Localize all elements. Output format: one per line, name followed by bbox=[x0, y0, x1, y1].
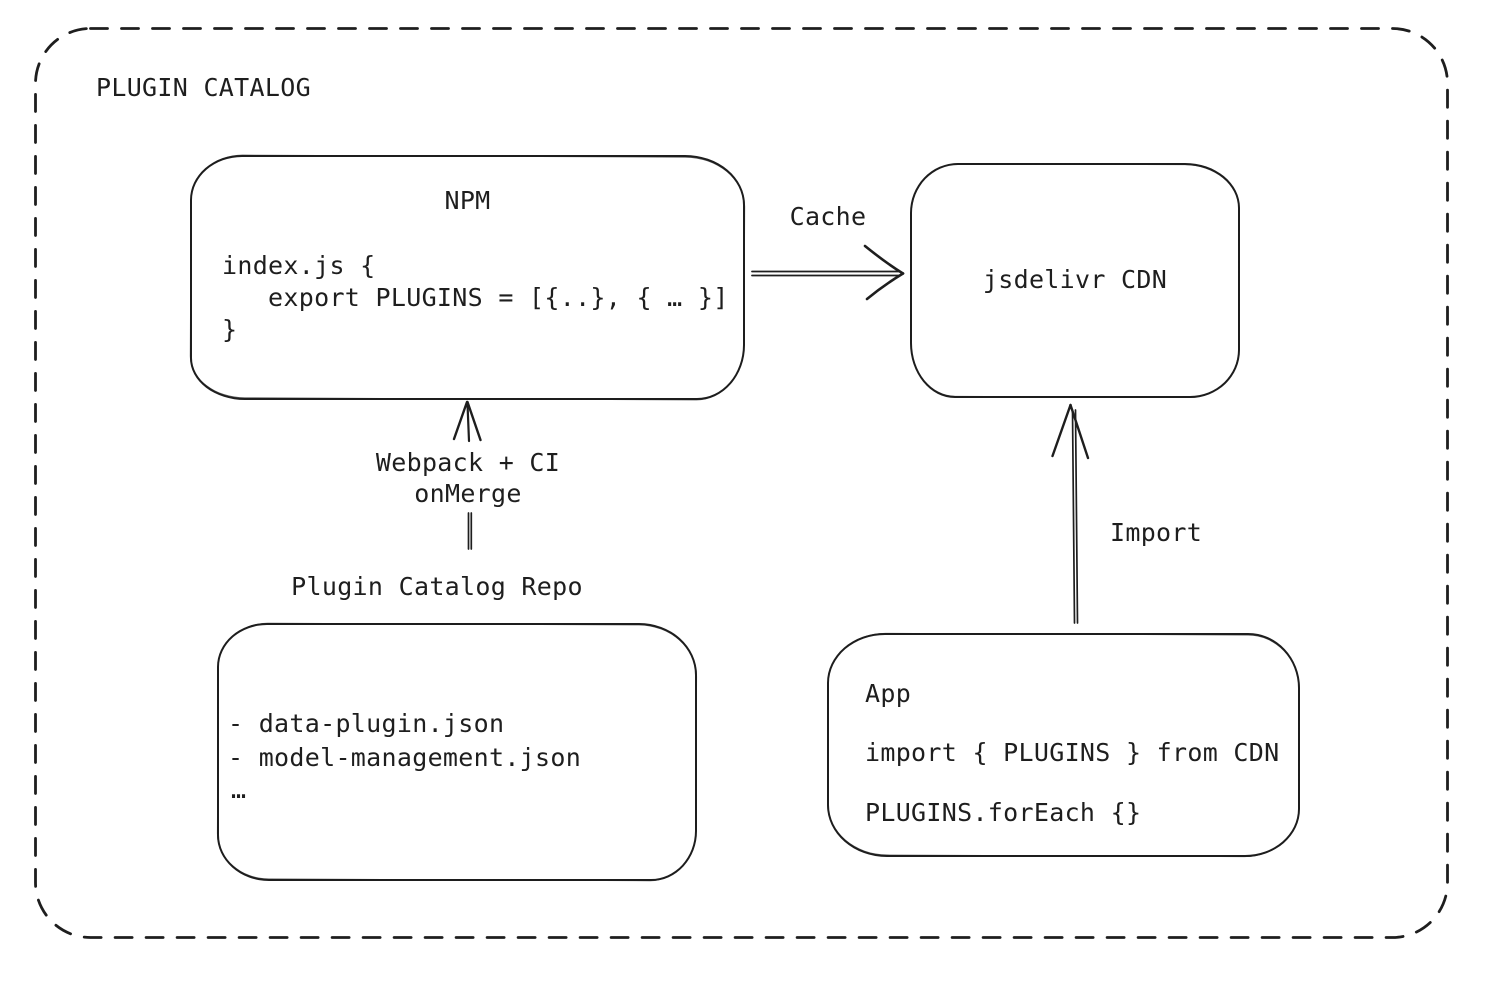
build-arrow-label-line1: Webpack + CI bbox=[375, 448, 561, 477]
import-arrow-label: Import bbox=[1110, 518, 1203, 547]
repo-box-title: Plugin Catalog Repo bbox=[291, 572, 583, 601]
repo-file-ellipsis: … bbox=[231, 775, 247, 804]
npm-code-line-2: export PLUGINS = [{..}, { … }] bbox=[222, 283, 729, 312]
build-arrow-label-line2: onMerge bbox=[414, 479, 522, 508]
npm-box-title: NPM bbox=[444, 186, 491, 215]
app-code-line-2: PLUGINS.forEach {} bbox=[865, 798, 1142, 827]
npm-code-line-3: } bbox=[222, 315, 238, 344]
npm-box bbox=[190, 155, 745, 400]
repo-box bbox=[217, 623, 697, 881]
app-code-line-1: import { PLUGINS } from CDN bbox=[865, 738, 1280, 767]
repo-file-2: - model-management.json bbox=[228, 743, 582, 772]
npm-code-line-1: index.js { bbox=[222, 251, 376, 280]
repo-file-1: - data-plugin.json bbox=[228, 709, 505, 738]
import-arrow bbox=[1051, 403, 1090, 624]
app-box-title: App bbox=[865, 679, 912, 708]
app-box bbox=[827, 633, 1300, 857]
cdn-box-label: jsdelivr CDN bbox=[982, 265, 1168, 294]
cache-arrow-label: Cache bbox=[789, 202, 867, 231]
diagram-title: PLUGIN CATALOG bbox=[96, 73, 311, 102]
cache-arrow bbox=[751, 244, 905, 301]
cdn-box bbox=[910, 163, 1240, 398]
